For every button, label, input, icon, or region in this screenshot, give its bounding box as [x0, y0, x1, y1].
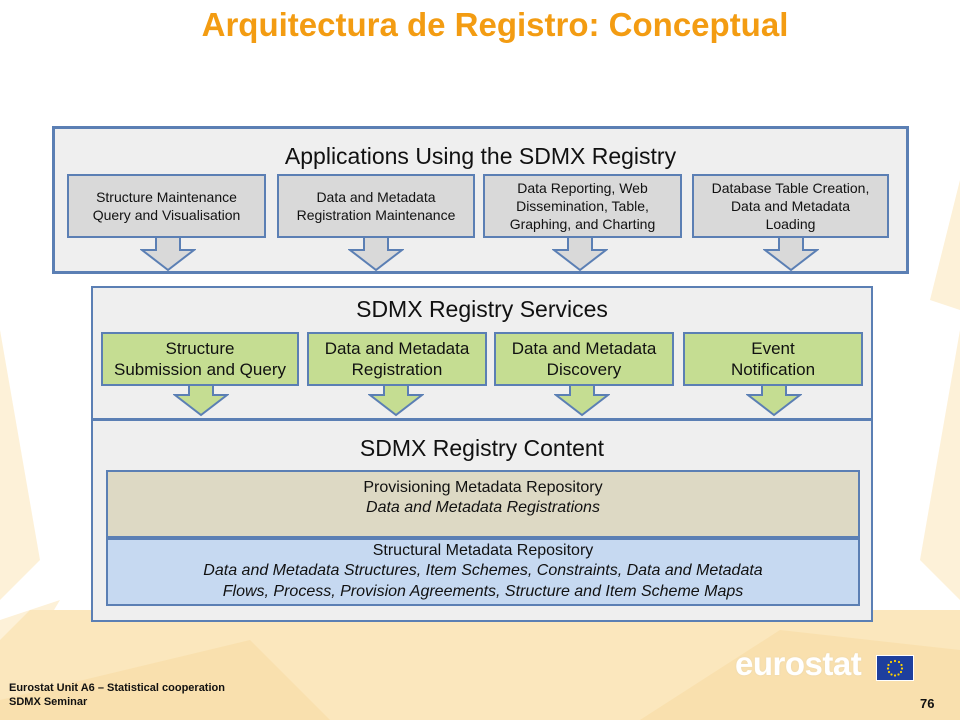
applications-heading: Applications Using the SDMX Registry [284, 143, 677, 169]
service-box-structure-submission: Structure Submission and Query [101, 332, 299, 386]
app-box-registration-maintenance: Data and Metadata Registration Maintenan… [277, 174, 475, 238]
footer-text: Eurostat Unit A6 – Statistical cooperati… [9, 681, 225, 709]
service-arrow-3-icon [554, 383, 610, 417]
structural-repository: Structural Metadata Repository Data and … [106, 538, 860, 606]
structural-line-1: Data and Metadata Structures, Item Schem… [203, 562, 763, 579]
app-box-structure-maintenance: Structure Maintenance Query and Visualis… [67, 174, 266, 238]
content-heading: SDMX Registry Content [359, 435, 605, 461]
app-arrow-3-icon [552, 236, 608, 272]
app-box-data-reporting: Data Reporting, Web Dissemination, Table… [483, 174, 682, 238]
app-box-database-loading: Database Table Creation, Data and Metada… [692, 174, 889, 238]
app-arrow-2-icon [348, 236, 404, 272]
app-arrow-4-icon [763, 236, 819, 272]
provisioning-subtitle: Data and Metadata Registrations [366, 499, 600, 516]
service-arrow-2-icon [368, 383, 424, 417]
structural-line-2: Flows, Process, Provision Agreements, St… [222, 583, 744, 600]
slide-title: Arquitectura de Registro: Conceptual [201, 6, 789, 43]
provisioning-repository: Provisioning Metadata Repository Data an… [106, 470, 860, 538]
service-box-discovery: Data and Metadata Discovery [494, 332, 674, 386]
footer-seminar: SDMX Seminar [9, 696, 88, 708]
service-arrow-4-icon [746, 383, 802, 417]
service-arrow-1-icon [173, 383, 229, 417]
footer-unit: Eurostat Unit A6 – Statistical cooperati… [9, 682, 225, 694]
eurostat-logo: eurostat [735, 645, 862, 682]
structural-title: Structural Metadata Repository [372, 542, 594, 559]
service-box-event-notification: Event Notification [683, 332, 863, 386]
service-box-registration: Data and Metadata Registration [307, 332, 487, 386]
provisioning-title: Provisioning Metadata Repository [363, 479, 603, 496]
app-arrow-1-icon [140, 236, 196, 272]
eu-flag-icon [876, 655, 914, 681]
services-heading: SDMX Registry Services [356, 296, 608, 322]
page-number: 76 [920, 696, 935, 711]
